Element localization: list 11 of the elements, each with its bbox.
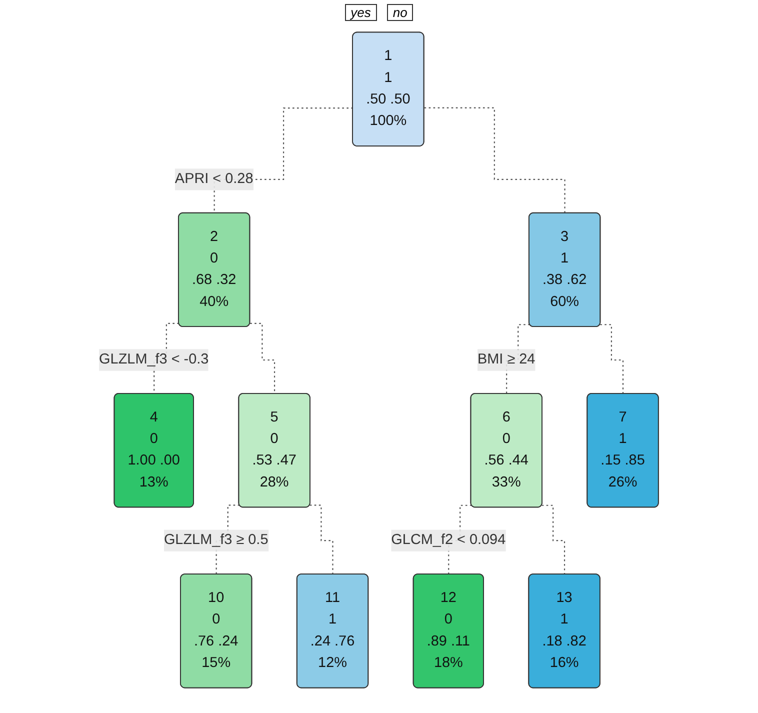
branch-label: yes [344,4,377,21]
branch-label: no [386,4,414,21]
edge-label: BMI ≥ 24 [478,352,536,368]
edge-label: APRI < 0.28 [175,171,254,187]
connector [600,324,624,394]
connector [424,107,566,214]
edge-label: GLZLM_f3 < -0.3 [99,352,209,368]
edge-label: GLZLM_f3 ≥ 0.5 [164,532,268,548]
connector [310,504,334,575]
connector [542,504,566,575]
edge-label: GLCM_f2 < 0.094 [391,532,506,548]
